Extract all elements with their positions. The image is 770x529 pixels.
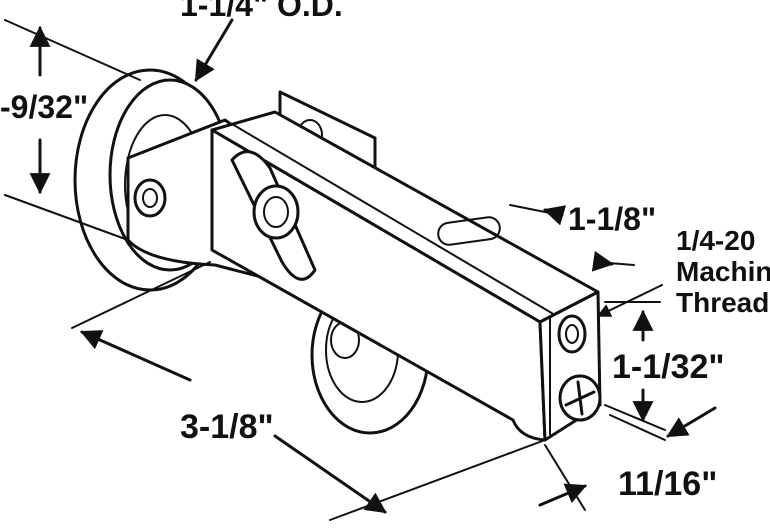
- dimension-lines: [4, 18, 717, 521]
- thread-size-label: 1/4-20: [676, 225, 755, 256]
- thread-type-label: Machin: [676, 256, 770, 287]
- wheel-od-label: 1-1/4" O.D.: [180, 0, 343, 23]
- screw-head: [558, 374, 602, 422]
- width-label: 11/16": [618, 465, 717, 503]
- threaded-hole: [557, 314, 587, 354]
- body-height-label: 1-1/32": [612, 348, 725, 386]
- height-label: -9/32": [0, 89, 88, 125]
- thread-label: Thread: [676, 287, 769, 318]
- adjustment-slot: [230, 150, 317, 281]
- slot-length-label: 1-1/8": [568, 201, 656, 237]
- length-label: 3-1/8": [180, 408, 274, 446]
